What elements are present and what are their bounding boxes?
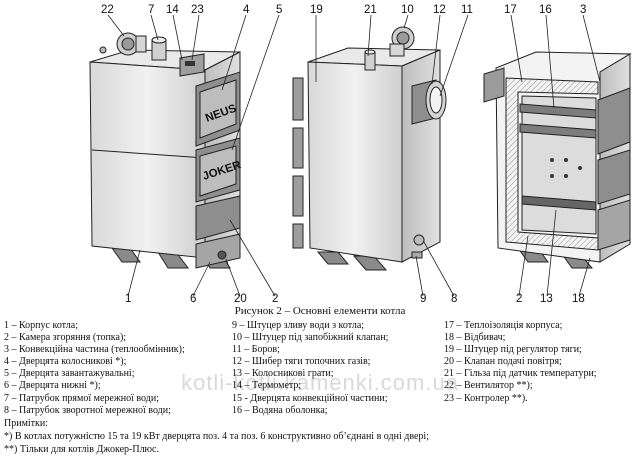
left-leader-lines [107,14,280,297]
callout-10: 10 [401,4,414,16]
boiler-rear-view [292,14,469,297]
legend-item: 3 – Конвекційна частина (теплообмінник); [4,344,185,356]
legend-item: 20 – Клапан подачі повітря; [444,356,562,368]
note-1: *) В котлах потужністю 15 та 19 кВт двер… [4,431,429,442]
legend-item: 5 – Дверцята завантажувальні; [4,368,135,380]
notes: Примітки: *) В котлах потужністю 15 та 1… [4,417,429,456]
middle-leader-lines [315,14,469,297]
legend-column-1: 1 – Корпус котла; 2 – Камера згоряння (т… [4,320,185,417]
callout-6: 6 [190,293,196,305]
callout-2-right: 2 [516,293,522,305]
notes-heading: Примітки: [4,418,49,429]
legend-item: 11 – Боров; [232,344,280,356]
figure-caption: Рисунок 2 – Основні елементи котла [234,305,406,317]
callout-11: 11 [461,4,473,16]
legend-item: 22 – Вентилятор **); [444,380,533,392]
callout-8: 8 [451,293,457,305]
boiler-front-view: NEUS JOKER [89,14,280,297]
callout-numbers-right: 17 16 3 13 18 2 [504,4,586,305]
legend-item: 7 – Патрубок прямої мережної води; [4,392,159,404]
boiler-diagram: NEUS JOKER [89,4,632,305]
callout-20: 20 [234,293,247,305]
right-leader-lines [510,14,601,297]
callout-19: 19 [310,4,323,16]
callout-22: 22 [101,4,114,16]
legend-item: 16 – Водяна оболонка; [232,404,328,416]
callout-23: 23 [191,4,204,16]
legend-item: 14 – Термометр; [232,380,302,392]
callout-numbers-left: 22 7 14 23 4 5 1 6 20 2 [101,4,282,305]
legend-column-3: 17 – Теплоізоляція корпуса; 18 – Відбива… [444,320,597,405]
legend-column-2: 9 – Штуцер зливу води з котла; 10 – Штуц… [232,320,388,417]
legend-item: 10 – Штуцер під запобіжний клапан; [232,332,389,344]
legend-item: 19 – Штуцер під регулятор тяги; [444,344,582,356]
legend-item: 8 – Патрубок зворотної мережної води; [4,404,171,416]
callout-21: 21 [364,4,377,16]
boiler-cutaway-view [483,14,632,297]
callout-16: 16 [539,4,552,16]
callout-9: 9 [420,293,426,305]
callout-5: 5 [276,4,282,16]
callout-14: 14 [166,4,179,16]
callout-17: 17 [504,4,517,16]
callout-12: 12 [433,4,446,16]
callout-numbers-middle: 19 21 10 12 11 9 8 [310,4,473,305]
callout-18: 18 [572,293,585,305]
legend-item: 18 – Відбивач; [444,332,506,344]
callout-3: 3 [580,4,586,16]
callout-13: 13 [540,293,553,305]
legend-item: 9 – Штуцер зливу води з котла; [232,320,365,331]
callout-7: 7 [148,4,154,16]
callout-1: 1 [125,293,131,305]
legend-item: 17 – Теплоізоляція корпуса; [444,320,563,331]
legend-item: 12 – Шибер тяги топочних газів; [232,356,371,368]
legend-item: 23 – Контролер **). [444,392,528,404]
legend-item: 2 – Камера згоряння (топка); [4,332,127,344]
legend-item: 6 – Дверцята нижні *); [4,380,101,392]
legend-item: 13 – Колосникові грати; [232,368,334,380]
legend-item: 1 – Корпус котла; [4,320,79,331]
note-2: **) Тільки для котлів Джокер-Плюс. [4,444,159,455]
legend-item: 4 – Дверцята колосникові *); [4,356,127,368]
callout-2-left: 2 [272,293,278,305]
legend-item: 21 – Гільза під датчик температури; [444,368,597,380]
callout-4: 4 [243,4,250,16]
legend-item: 15 - Дверцята конвекційної частини; [232,392,388,404]
